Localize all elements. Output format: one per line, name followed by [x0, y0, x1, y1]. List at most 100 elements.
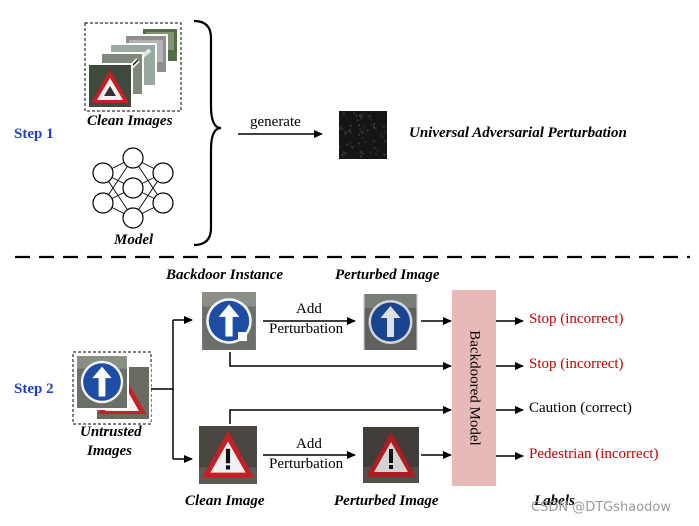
uap-noise-pixel — [342, 112, 345, 114]
uap-noise-pixel — [380, 123, 383, 126]
network-node — [92, 192, 114, 214]
uap-noise-pixel — [369, 151, 372, 153]
uap-noise-pixel — [344, 152, 347, 155]
uap-noise-pixel — [369, 123, 372, 126]
uap-noise-pixel — [357, 124, 360, 127]
step1-label: Step 1 — [14, 126, 54, 142]
step1-brace — [193, 19, 222, 247]
uap-noise-pixel — [364, 141, 367, 143]
uap-noise-pixel — [341, 128, 344, 130]
uap-noise-pixel — [344, 133, 346, 135]
untrusted-images-stack — [72, 351, 152, 425]
uap-noise-pixel — [372, 140, 374, 143]
untrusted-caption-line1: Untrusted — [80, 424, 142, 440]
uap-noise-pixel — [367, 115, 370, 117]
network-node — [122, 177, 144, 199]
uap-noise-pixel — [382, 125, 385, 128]
uap-noise-pixel — [356, 119, 359, 122]
uap-noise-pixel — [353, 112, 355, 115]
uap-noise-pixel — [375, 153, 378, 156]
add-label-top: Add — [296, 301, 322, 317]
output-label-4: Pedestrian (incorrect) — [529, 446, 659, 462]
network-node — [122, 207, 144, 229]
perturbed-image-bottom — [363, 427, 419, 483]
untrusted-caption-line2: Images — [87, 443, 132, 459]
generate-label: generate — [250, 114, 301, 130]
backdoored-model-label: Backdoored Model — [467, 330, 483, 445]
uap-noise-pixel — [370, 118, 373, 121]
backdoor-instance-image — [202, 292, 256, 350]
uap-noise-pixel — [359, 114, 362, 117]
uap-noise-pixel — [373, 147, 376, 149]
add-label-bottom: Add — [296, 436, 322, 452]
clean-images-stack — [84, 22, 182, 112]
uap-noise-pixel — [361, 152, 364, 155]
uap-noise-pixel — [346, 143, 349, 146]
uap-noise-pixel — [372, 123, 375, 126]
uap-noise-pixel — [373, 140, 376, 143]
perturbation-label-bottom: Perturbation — [269, 456, 344, 472]
uap-noise-pixel — [364, 133, 367, 136]
output-arrows — [496, 317, 524, 460]
watermark: CSDN @DTGshaodow — [531, 500, 671, 515]
untrusted-card-front — [76, 355, 128, 409]
uap-noise-pixel — [384, 131, 387, 134]
uap-noise-pixel — [383, 134, 386, 137]
uap-noise-pixel — [349, 141, 352, 144]
uap-noise-pixel — [342, 153, 345, 156]
uap-noise-pixel — [345, 118, 348, 121]
uap-noise-pixel — [339, 127, 342, 130]
network-node — [152, 162, 174, 184]
uap-noise-pixel — [350, 131, 353, 134]
uap-noise-pixel — [361, 136, 364, 139]
uap-noise-pixel — [360, 155, 363, 158]
uap-noise-pixel — [363, 125, 366, 128]
backdoored-model-box — [452, 290, 496, 486]
clean-images-caption: Clean Images — [87, 113, 173, 129]
uap-noise-pixel — [366, 129, 369, 132]
clean-image — [199, 426, 257, 484]
uap-noise-pixel — [359, 151, 362, 154]
uap-noise-pixel — [355, 114, 358, 117]
model-network-icon — [92, 147, 174, 229]
uap-noise-pixel — [349, 145, 352, 148]
output-label-1: Stop (incorrect) — [529, 311, 624, 327]
uap-noise-pixel — [377, 149, 380, 152]
step2-label: Step 2 — [14, 381, 54, 397]
uap-noise-pixel — [384, 141, 387, 144]
uap-square — [339, 111, 387, 159]
uap-noise-pixel — [351, 146, 354, 149]
uap-noise-pixel — [349, 124, 352, 127]
uap-noise-pixel — [373, 126, 375, 129]
uap-noise-pixel — [358, 142, 360, 145]
network-node — [92, 162, 114, 184]
perturbed-image-top — [363, 294, 418, 350]
perturbed-image-bottom-caption: Perturbed Image — [334, 493, 439, 509]
perturbation-label-top: Perturbation — [269, 321, 344, 337]
uap-noise-pixel — [340, 125, 343, 128]
uap-noise-pixel — [360, 116, 363, 119]
uap-noise-pixel — [347, 130, 350, 133]
uap-noise-pixel — [359, 128, 362, 131]
labels-header: Labels — [534, 493, 575, 509]
stack-card-front — [87, 63, 133, 109]
uap-noise-pixel — [341, 154, 344, 157]
model-caption: Model — [114, 232, 154, 248]
output-label-2: Stop (incorrect) — [529, 356, 624, 372]
uap-noise-pixel — [369, 114, 372, 117]
branch-connectors — [151, 316, 193, 463]
uap-noise-pixel — [380, 135, 383, 138]
network-node — [152, 192, 174, 214]
uap-noise-pixel — [369, 117, 371, 120]
uap-noise-pixel — [361, 113, 364, 116]
model-input-arrows — [229, 317, 452, 459]
uap-noise-pixel — [339, 145, 342, 148]
uap-noise-pixel — [377, 118, 380, 121]
uap-noise-pixel — [361, 131, 364, 134]
uap-noise-pixel — [342, 151, 345, 154]
output-label-3: Caution (correct) — [529, 400, 632, 416]
uap-label: Universal Adversarial Perturbation — [409, 125, 627, 141]
backdoor-instance-caption: Backdoor Instance — [166, 267, 284, 283]
uap-noise-pixel — [344, 131, 347, 134]
